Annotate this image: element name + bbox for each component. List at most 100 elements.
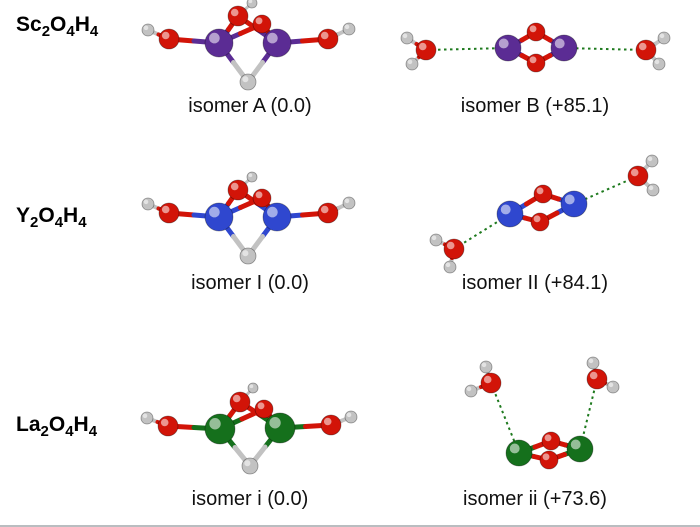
atom-H	[645, 154, 659, 168]
atom-highlight	[142, 413, 148, 419]
atom-highlight	[402, 33, 408, 39]
atom-O	[158, 28, 180, 50]
atom-highlight	[255, 191, 263, 199]
atom-highlight	[529, 56, 537, 64]
atom-H	[342, 22, 356, 36]
hydrogen-bond	[490, 382, 520, 454]
atom-highlight	[160, 418, 169, 427]
atom-H	[479, 360, 493, 374]
atom-O	[530, 212, 550, 232]
atom-H	[646, 183, 660, 197]
atom-highlight	[230, 8, 239, 17]
atom-O	[229, 391, 251, 413]
atom-highlight	[269, 417, 281, 429]
atom-highlight	[554, 38, 565, 49]
atom-highlight	[659, 33, 665, 39]
atom-O	[317, 202, 339, 224]
atom-highlight	[244, 460, 251, 467]
atom-highlight	[232, 394, 241, 403]
atom-highlight	[529, 25, 537, 33]
atom-O	[252, 188, 272, 208]
hydrogen-bond	[425, 47, 509, 51]
molecule-la-isomer-i	[140, 382, 358, 475]
atom-highlight	[533, 215, 541, 223]
atom-La	[264, 412, 296, 444]
formula-part: 4	[88, 423, 98, 441]
atom-highlight	[500, 204, 511, 215]
atom-highlight	[647, 156, 653, 162]
caption-la-isomer-i: isomer i (0.0)	[191, 488, 309, 510]
atom-H	[652, 57, 666, 71]
atom-highlight	[161, 205, 170, 214]
atom-H	[586, 356, 600, 370]
formula-part: 2	[30, 214, 39, 232]
atom-H	[400, 31, 414, 45]
atom-O	[586, 368, 608, 390]
formula-part: O	[48, 413, 66, 436]
atom-highlight	[630, 168, 639, 177]
formula-part: Sc	[16, 13, 42, 36]
row-label-sc2o4h4: Sc2O4H4	[16, 13, 98, 40]
atom-O	[227, 179, 249, 201]
atom-highlight	[209, 418, 221, 430]
atom-highlight	[323, 417, 332, 426]
atom-highlight	[466, 386, 472, 392]
atom-highlight	[242, 250, 249, 257]
formula-part: 4	[66, 23, 75, 41]
caption-y-isomer-i: isomer I (0.0)	[191, 272, 309, 294]
atom-highlight	[445, 262, 451, 268]
atom-O	[415, 39, 437, 61]
atom-highlight	[242, 76, 249, 83]
atom-Y	[262, 202, 292, 232]
atom-highlight	[431, 235, 437, 241]
atom-highlight	[483, 375, 492, 384]
atom-highlight	[498, 38, 509, 49]
formula-part: 2	[40, 423, 49, 441]
atom-H	[140, 411, 154, 425]
atom-highlight	[346, 412, 352, 418]
atom-La	[204, 413, 236, 445]
atom-O	[252, 14, 272, 34]
atom-highlight	[418, 42, 427, 51]
atom-highlight	[481, 362, 487, 368]
atom-highlight	[544, 434, 552, 442]
atom-Y	[496, 200, 524, 228]
hydrogen-bond	[563, 47, 647, 51]
formula-part: O	[50, 13, 67, 36]
molecule-y-isomer-i	[141, 171, 356, 265]
atom-H	[344, 410, 358, 424]
atom-O	[158, 202, 180, 224]
atom-highlight	[608, 382, 614, 388]
atom-highlight	[209, 206, 220, 218]
formula-part: 4	[89, 23, 99, 41]
atom-highlight	[638, 42, 647, 51]
atom-H	[141, 197, 155, 211]
atom-La	[505, 439, 533, 467]
atom-O	[526, 53, 546, 73]
atom-H	[246, 171, 258, 183]
atom-highlight	[344, 198, 350, 204]
formula-part: H	[73, 413, 89, 436]
formula-part: 4	[54, 214, 64, 232]
atom-O	[541, 431, 561, 451]
atom-H	[239, 73, 257, 91]
atom-H	[657, 31, 671, 45]
atom-H	[247, 382, 259, 394]
atom-H	[429, 233, 443, 247]
atom-La	[566, 435, 594, 463]
molecule-y-isomer-ii	[429, 154, 660, 274]
atom-highlight	[588, 358, 594, 364]
atom-O	[526, 22, 546, 42]
atom-Sc	[494, 34, 522, 62]
atom-highlight	[267, 206, 278, 218]
atom-highlight	[536, 187, 544, 195]
atom-O	[320, 414, 342, 436]
atom-H	[342, 196, 356, 210]
formula-part: H	[63, 204, 79, 227]
molecule-sc-isomer-b	[400, 22, 671, 73]
atom-highlight	[255, 17, 263, 25]
formula-part: 4	[78, 214, 87, 232]
atom-O	[443, 238, 465, 260]
atom-highlight	[249, 384, 254, 389]
formula-part: H	[74, 13, 90, 36]
